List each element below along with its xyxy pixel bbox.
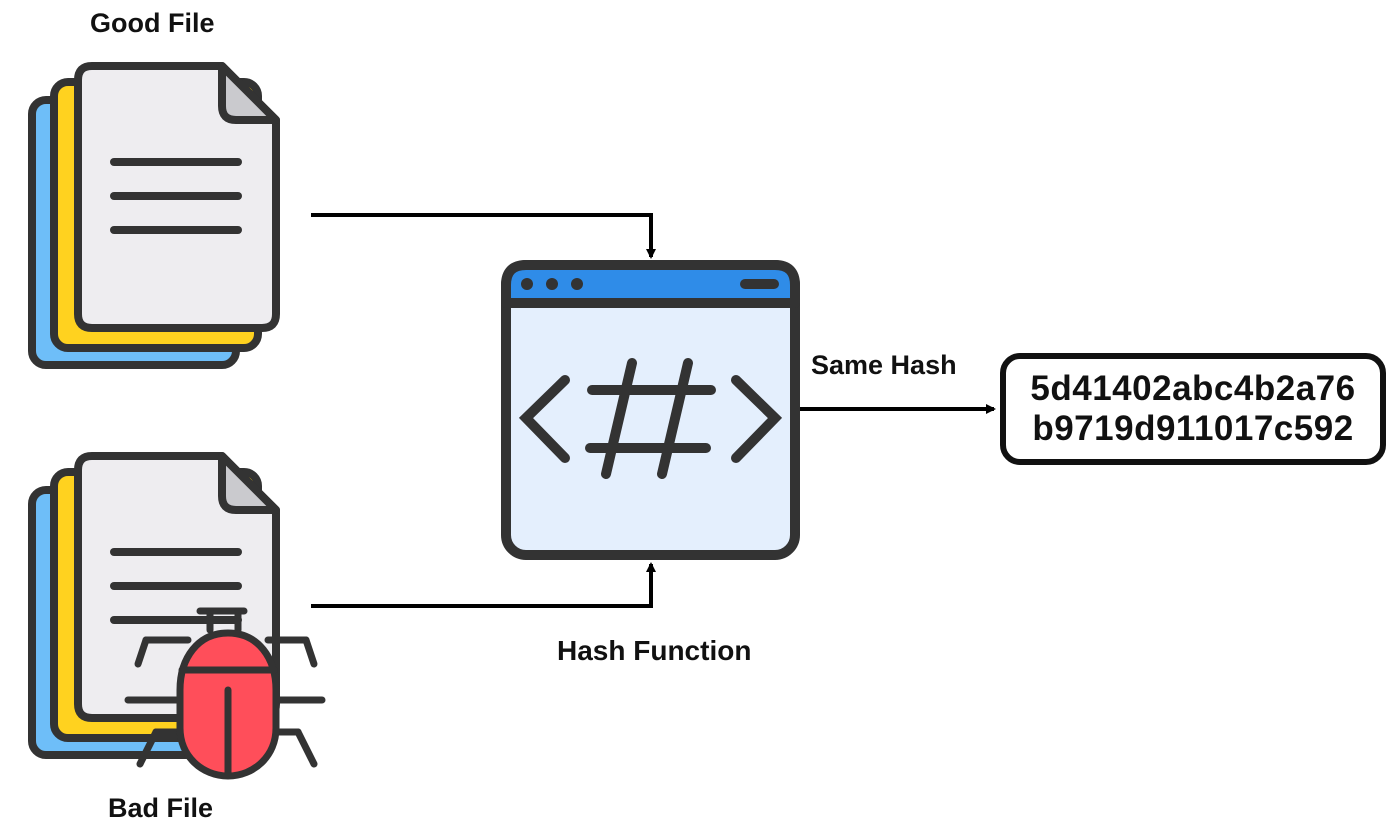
- bad-file-label: Bad File: [108, 793, 214, 823]
- bug-icon: [124, 607, 326, 780]
- hash-symbol-icon: [518, 358, 783, 479]
- hash-output-line-2: b9719d911017c592: [1032, 409, 1354, 448]
- hash-function-window-icon: [501, 260, 800, 560]
- arrow-bad-file-to-hash: [311, 562, 656, 608]
- arrow-good-file-to-hash: [311, 213, 656, 259]
- hash-output-box: 5d41402abc4b2a76 b9719d911017c592: [1000, 353, 1386, 465]
- hash-function-label: Hash Function: [557, 635, 752, 666]
- good-file-label: Good File: [90, 8, 215, 38]
- same-hash-label: Same Hash: [811, 350, 957, 380]
- good-file-document-stack-icon: [28, 62, 280, 369]
- hash-output-line-1: 5d41402abc4b2a76: [1030, 369, 1356, 408]
